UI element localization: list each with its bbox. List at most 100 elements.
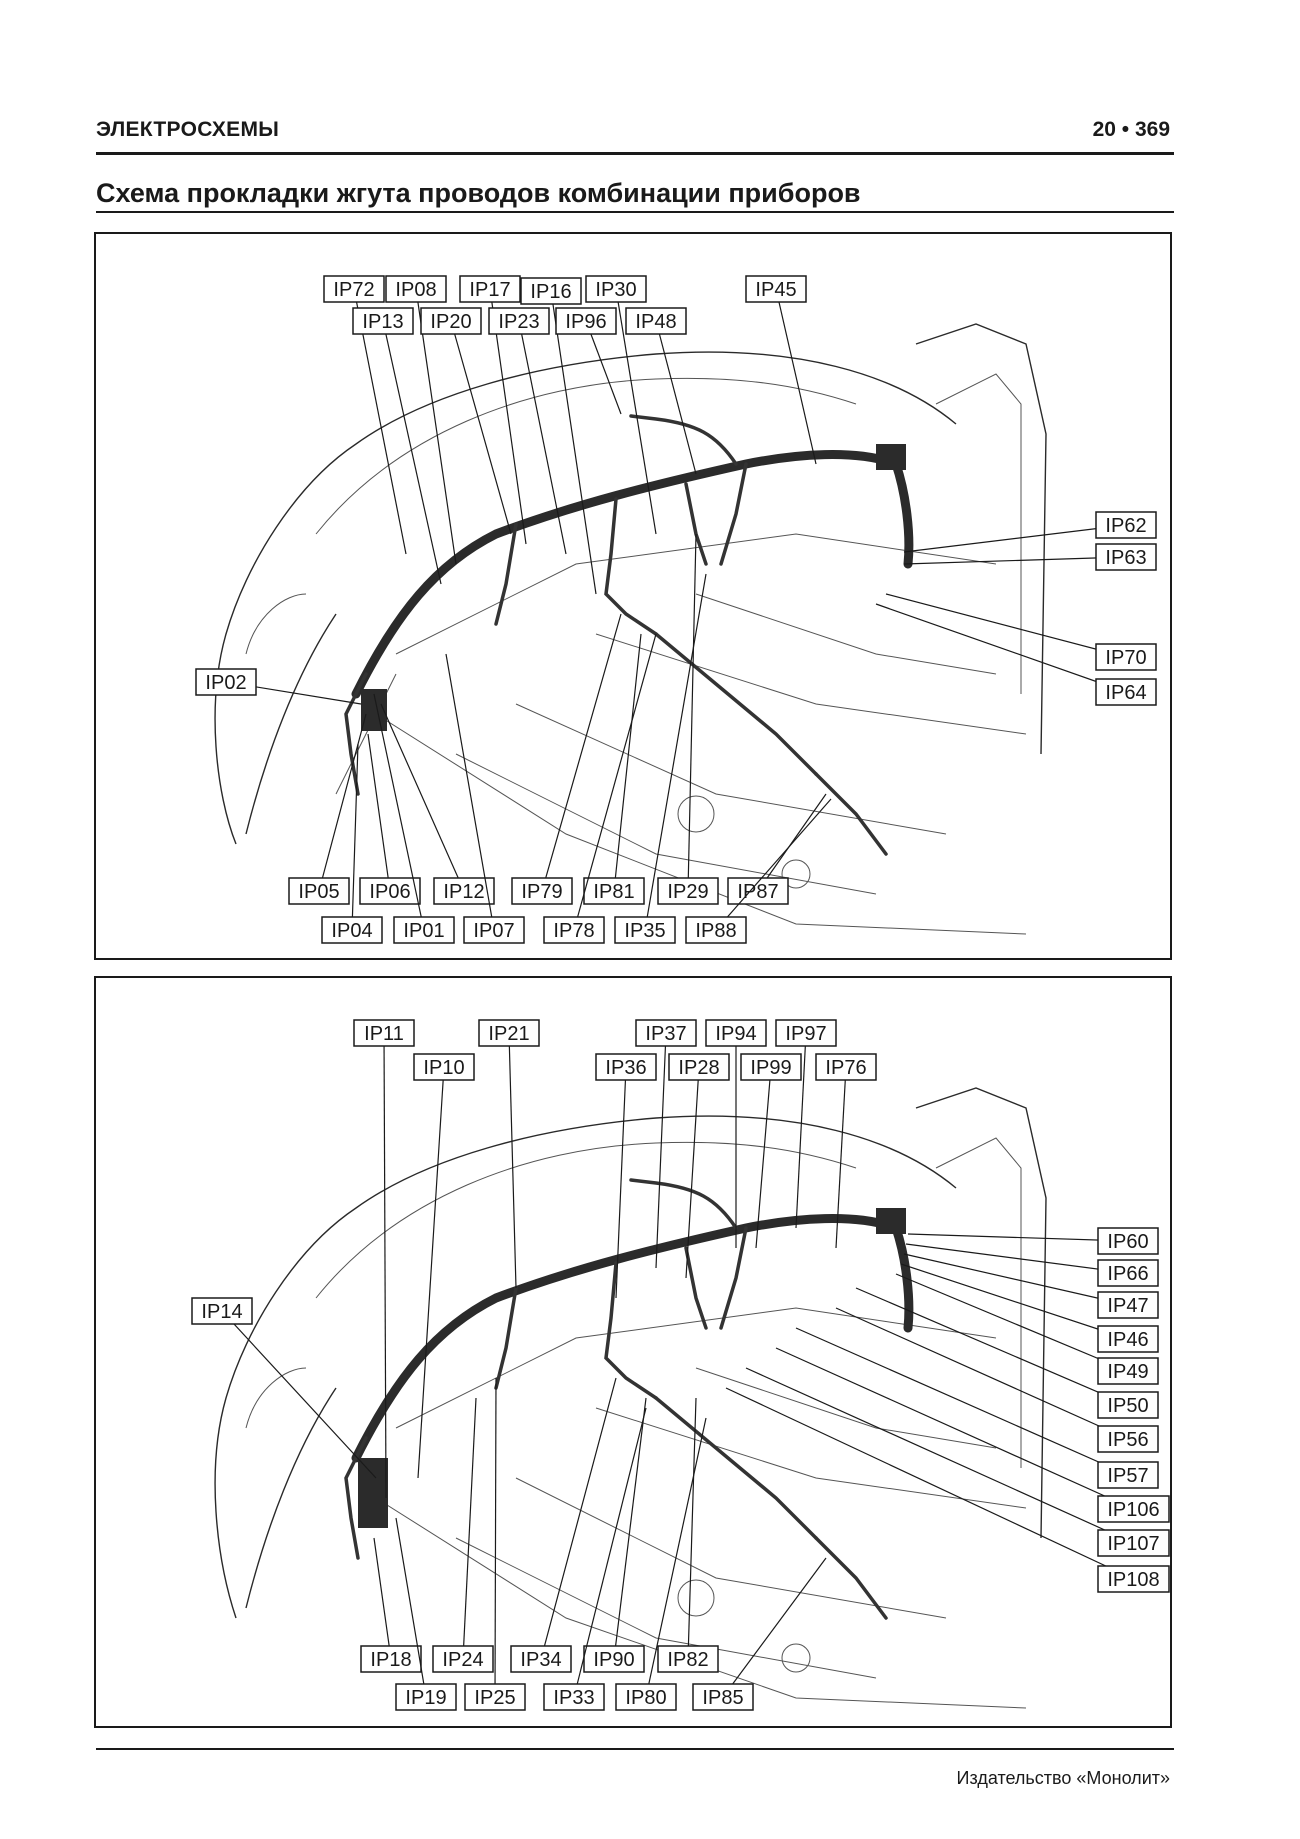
connector-label: IP06 xyxy=(369,881,410,903)
connector-label-box xyxy=(657,1645,719,1673)
connector-label-box xyxy=(420,307,482,335)
leader-line xyxy=(907,1233,1129,1242)
connector-label: IP46 xyxy=(1107,1329,1148,1351)
connector-label: IP97 xyxy=(785,1023,826,1045)
connector-label-box xyxy=(740,1053,802,1081)
connector-label-box xyxy=(657,877,719,905)
connector-label: IP10 xyxy=(423,1057,464,1079)
connector-label: IP20 xyxy=(430,311,471,333)
connector-label: IP66 xyxy=(1107,1263,1148,1285)
connector-label: IP45 xyxy=(755,279,796,301)
connector-label-box xyxy=(463,916,525,944)
leader-line xyxy=(550,290,597,595)
leader-line xyxy=(903,1253,1129,1306)
connector-label-box xyxy=(360,1645,422,1673)
connector-label: IP25 xyxy=(474,1687,515,1709)
connector-label: IP107 xyxy=(1107,1533,1159,1555)
connector-label-box xyxy=(520,277,582,305)
connector-label: IP90 xyxy=(593,1649,634,1671)
leader-line xyxy=(615,288,657,535)
connector-label: IP30 xyxy=(595,279,636,301)
leader-line xyxy=(687,533,697,892)
connector-label-box xyxy=(705,1019,767,1047)
leader-line xyxy=(655,1032,667,1269)
leader-line xyxy=(644,573,707,931)
connector-label-box xyxy=(288,877,350,905)
leader-line xyxy=(795,1327,1129,1476)
connector-label-box xyxy=(555,307,617,335)
connector-label: IP47 xyxy=(1107,1295,1148,1317)
connector-label: IP33 xyxy=(553,1687,594,1709)
connector-label: IP78 xyxy=(553,920,594,942)
leader-line xyxy=(221,1310,377,1479)
connector-label: IP60 xyxy=(1107,1231,1148,1253)
leader-line xyxy=(415,288,457,565)
leader-line xyxy=(445,653,495,931)
connector-label-box xyxy=(685,916,747,944)
connector-label: IP96 xyxy=(565,311,606,333)
connector-label-box xyxy=(488,307,550,335)
leader-line xyxy=(835,1066,847,1249)
connector-label-box xyxy=(543,1683,605,1711)
connector-label: IP57 xyxy=(1107,1465,1148,1487)
car-body-outline xyxy=(214,1087,1047,1709)
connector-label-box xyxy=(1097,1565,1170,1593)
connector-label-box xyxy=(815,1053,877,1081)
connector-label: IP28 xyxy=(678,1057,719,1079)
leader-line xyxy=(835,1307,1129,1440)
leader-line xyxy=(895,1273,1129,1372)
connector-label-box xyxy=(459,275,521,303)
connector-label: IP94 xyxy=(715,1023,756,1045)
connector-label-box xyxy=(1097,1259,1159,1287)
leader-line xyxy=(351,743,359,931)
connector-label-box xyxy=(413,1053,475,1081)
connector-label-box xyxy=(433,877,495,905)
leader-line xyxy=(518,320,567,555)
leader-line xyxy=(755,1066,772,1249)
leader-line xyxy=(722,1557,827,1698)
footer-rule xyxy=(96,1748,1174,1750)
connector-label-box xyxy=(432,1645,494,1673)
connector-label: IP35 xyxy=(624,920,665,942)
connector-label: IP07 xyxy=(473,920,514,942)
section-header: ЭЛЕКТРОСХЕМЫ xyxy=(96,118,280,141)
connector-label: IP08 xyxy=(395,279,436,301)
connector-label-box xyxy=(1097,1529,1170,1557)
wire-harness xyxy=(344,1178,914,1620)
leader-line xyxy=(757,793,827,892)
connector-label: IP37 xyxy=(645,1023,686,1045)
leader-line xyxy=(725,1387,1134,1580)
connector-label-box xyxy=(543,916,605,944)
leader-line xyxy=(383,1032,387,1499)
leader-line xyxy=(903,556,1127,565)
connector-label-box xyxy=(1095,543,1157,571)
header-rule xyxy=(96,152,1174,155)
page-number: 20 • 369 xyxy=(1092,118,1170,141)
connector-label: IP87 xyxy=(737,881,778,903)
connector-label: IP11 xyxy=(364,1023,404,1045)
connector-label: IP01 xyxy=(403,920,444,942)
connector-label-box xyxy=(1097,1357,1159,1385)
leader-line xyxy=(775,288,817,465)
connector-label: IP62 xyxy=(1105,515,1146,537)
connector-label-box xyxy=(625,307,687,335)
connector-label: IP50 xyxy=(1107,1395,1148,1417)
connector-label: IP72 xyxy=(333,279,374,301)
leader-line xyxy=(775,1347,1134,1510)
connector-label: IP106 xyxy=(1107,1499,1159,1521)
connector-label: IP29 xyxy=(667,881,708,903)
connector-label: IP12 xyxy=(443,881,484,903)
leader-line xyxy=(903,524,1127,553)
leader-line xyxy=(462,1397,477,1660)
connector-label: IP85 xyxy=(702,1687,743,1709)
leader-line xyxy=(615,1066,627,1299)
leader-line xyxy=(494,1377,497,1698)
connector-label: IP13 xyxy=(362,311,403,333)
connector-label-box xyxy=(395,1683,457,1711)
connector-label: IP108 xyxy=(1107,1569,1159,1591)
connector-label: IP24 xyxy=(442,1649,483,1671)
